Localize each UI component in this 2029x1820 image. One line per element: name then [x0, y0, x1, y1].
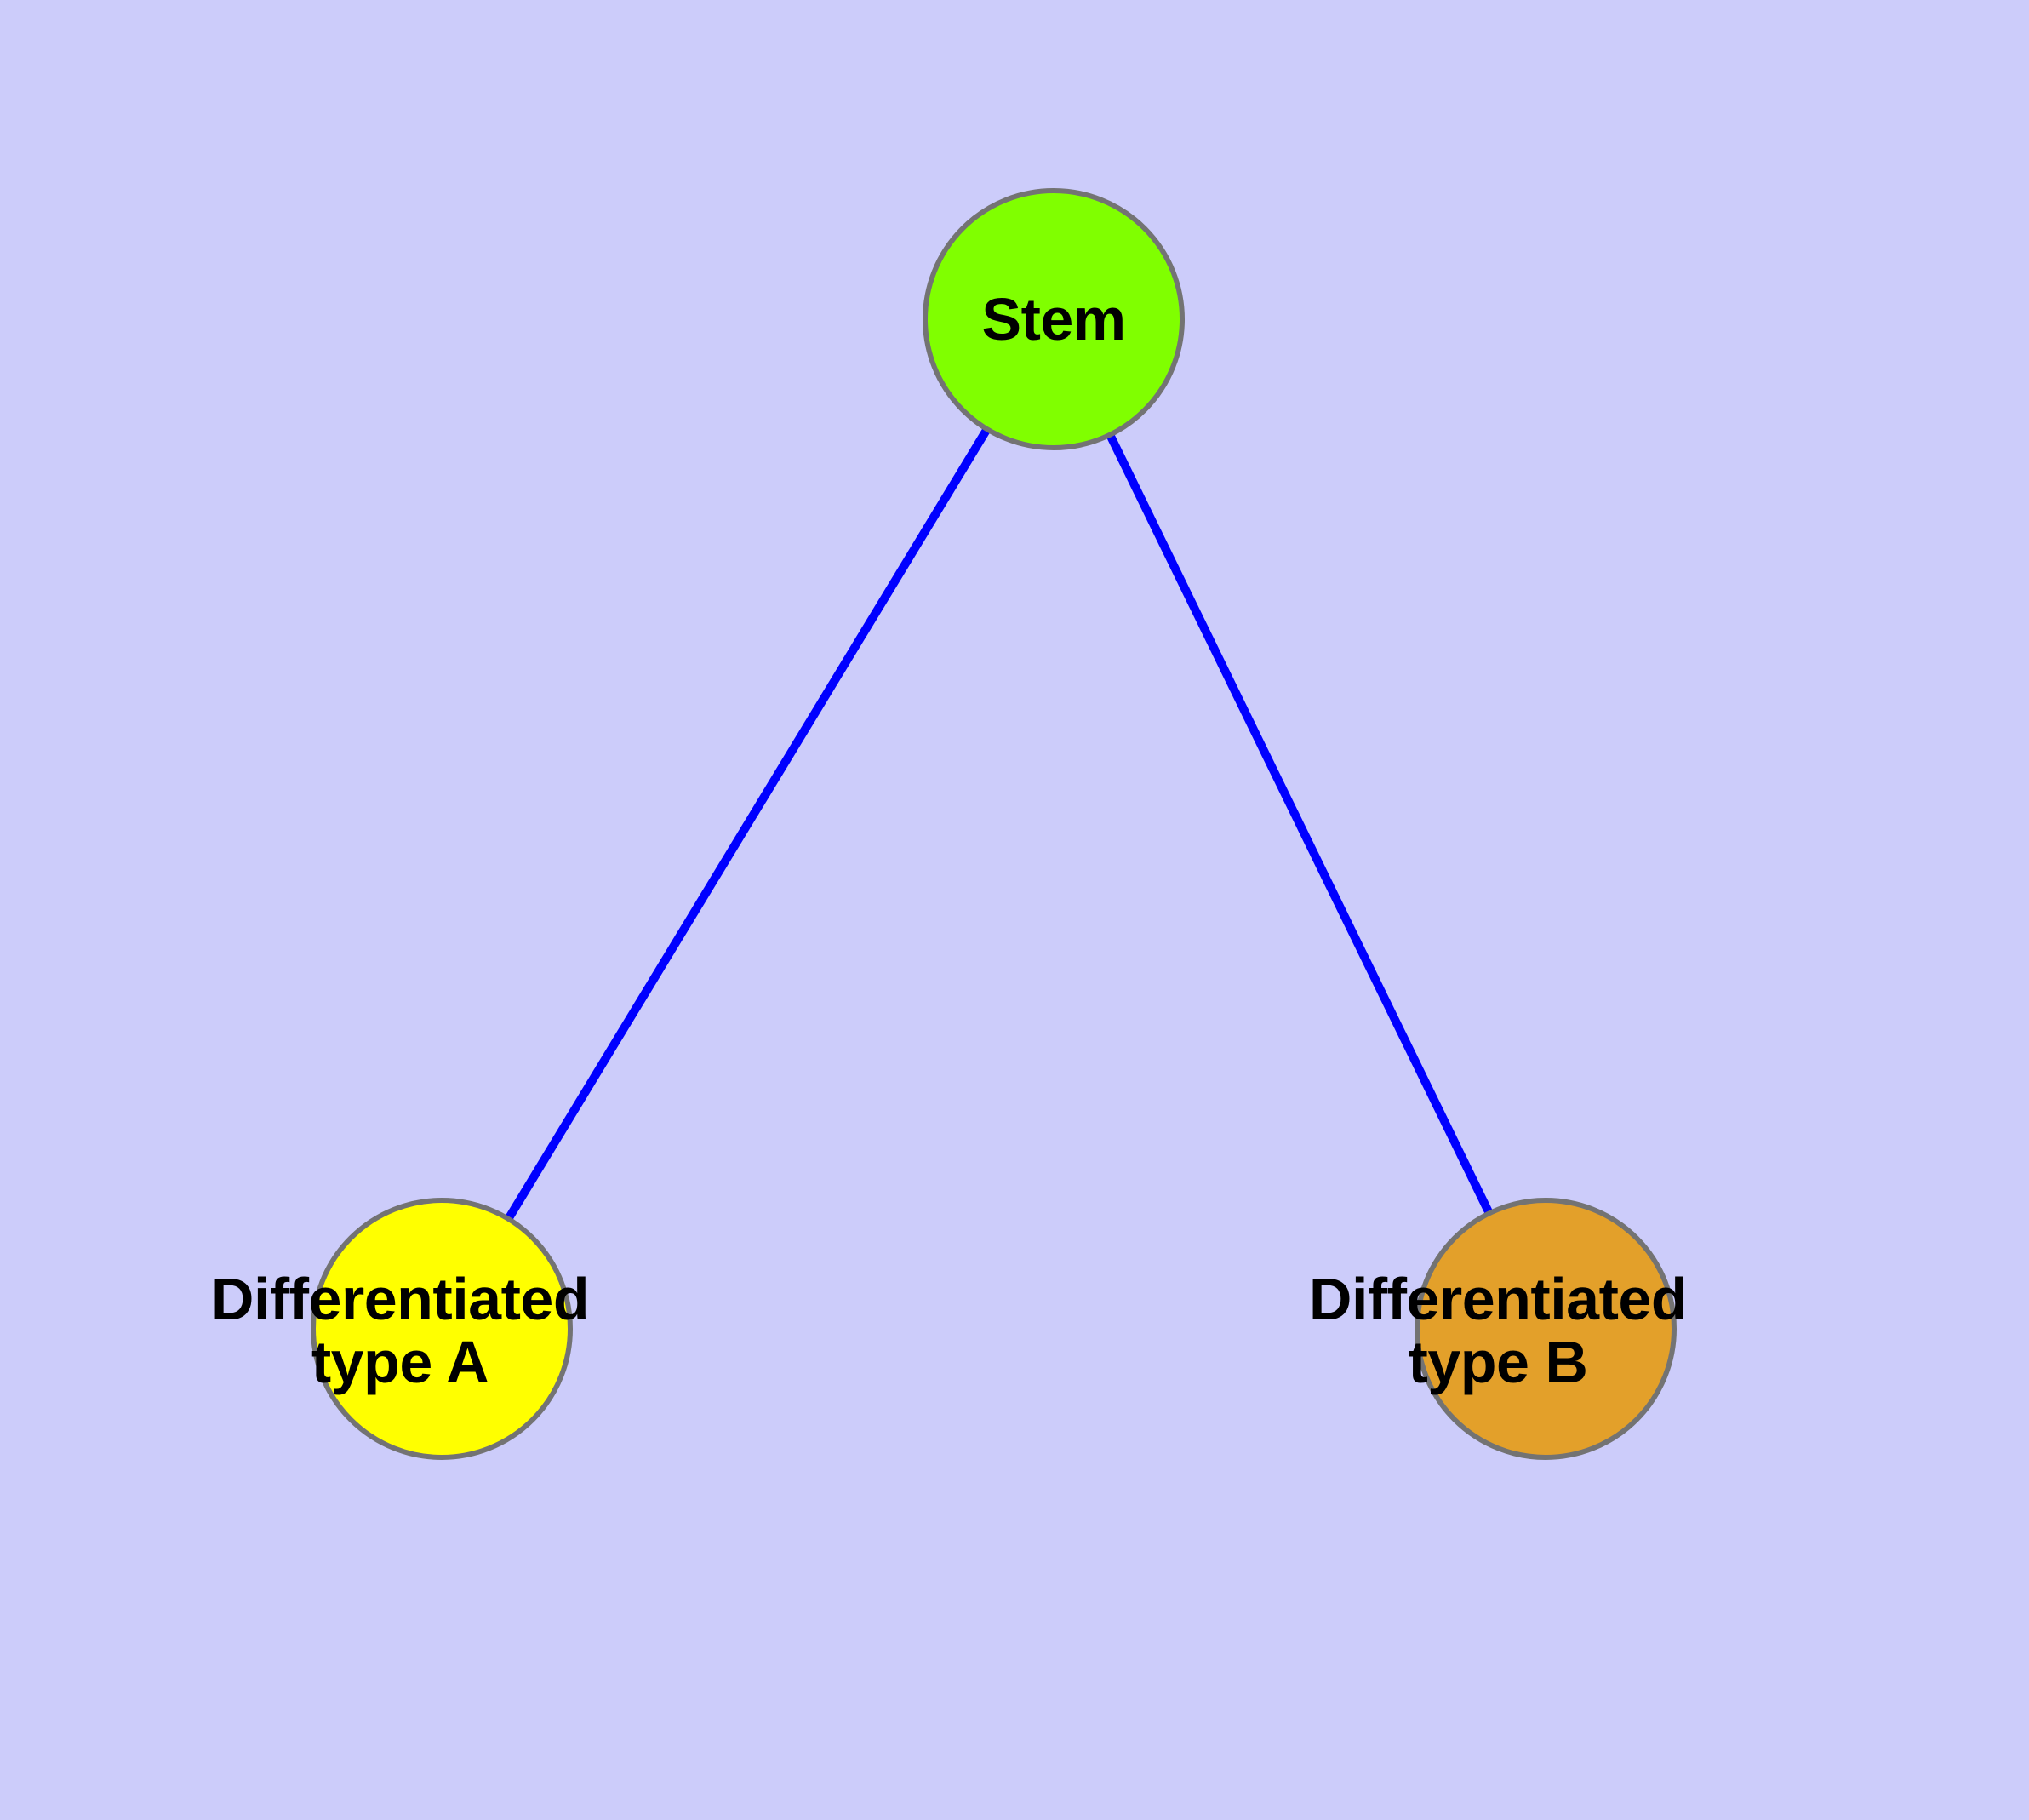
node-circle-diff-b[interactable] [1415, 1198, 1677, 1460]
edge-layer [437, 317, 1550, 1331]
edge-stem-to-diff-b [1049, 317, 1550, 1331]
node-circle-diff-a[interactable] [311, 1198, 573, 1460]
edge-stem-to-diff-a [437, 317, 1058, 1331]
node-circle-stem[interactable] [923, 188, 1185, 450]
node-layer [311, 188, 1677, 1460]
